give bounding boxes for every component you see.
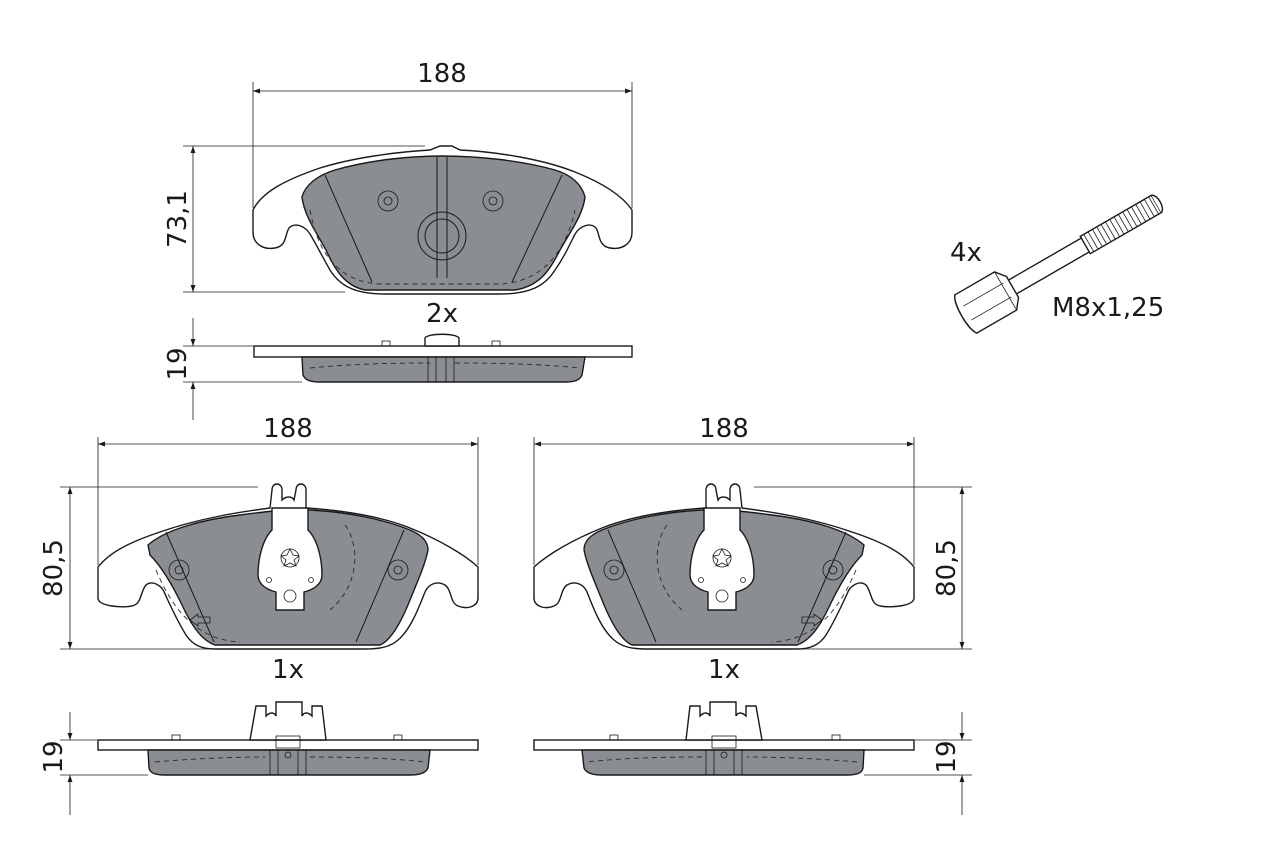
bottom-right-width-dimension: 188 xyxy=(533,414,915,565)
bottom-right-height-label: 80,5 xyxy=(932,539,962,597)
bottom-left-pad-side-view xyxy=(97,701,479,776)
bottom-left-pad-front-view xyxy=(97,483,479,650)
bottom-right-height-dimension: 80,5 xyxy=(754,486,972,650)
bottom-right-thickness-label: 19 xyxy=(932,740,962,773)
top-width-label: 188 xyxy=(417,59,467,89)
bottom-right-thickness-dimension: 19 xyxy=(864,712,972,815)
top-height-label: 73,1 xyxy=(163,190,193,248)
top-height-dimension: 73,1 xyxy=(163,145,425,293)
bottom-left-height-dimension: 80,5 xyxy=(39,486,258,650)
top-width-dimension: 188 xyxy=(252,59,633,208)
bolt-icon xyxy=(954,194,1164,334)
bolt-size-label: M8x1,25 xyxy=(1052,293,1164,323)
bottom-left-width-dimension: 188 xyxy=(97,414,479,565)
bolt-thread xyxy=(1079,194,1164,255)
bolt-qty-label: 4x xyxy=(950,238,982,268)
top-thickness-label: 19 xyxy=(163,347,193,380)
bottom-left-qty-label: 1x xyxy=(272,655,304,685)
bottom-left-width-label: 188 xyxy=(263,414,313,444)
bottom-right-width-label: 188 xyxy=(699,414,749,444)
bottom-right-qty-label: 1x xyxy=(708,655,740,685)
bottom-right-pad-front-view xyxy=(533,483,915,650)
top-pad-side-view xyxy=(253,333,633,383)
bottom-left-thickness-label: 19 xyxy=(39,740,69,773)
bottom-left-thickness-dimension: 19 xyxy=(39,712,148,815)
bottom-right-pad-side-view xyxy=(533,701,915,776)
bottom-left-height-label: 80,5 xyxy=(39,539,69,597)
top-pad-front-view xyxy=(252,145,633,295)
top-thickness-dimension: 19 xyxy=(163,318,302,420)
top-qty-label: 2x xyxy=(426,299,458,329)
